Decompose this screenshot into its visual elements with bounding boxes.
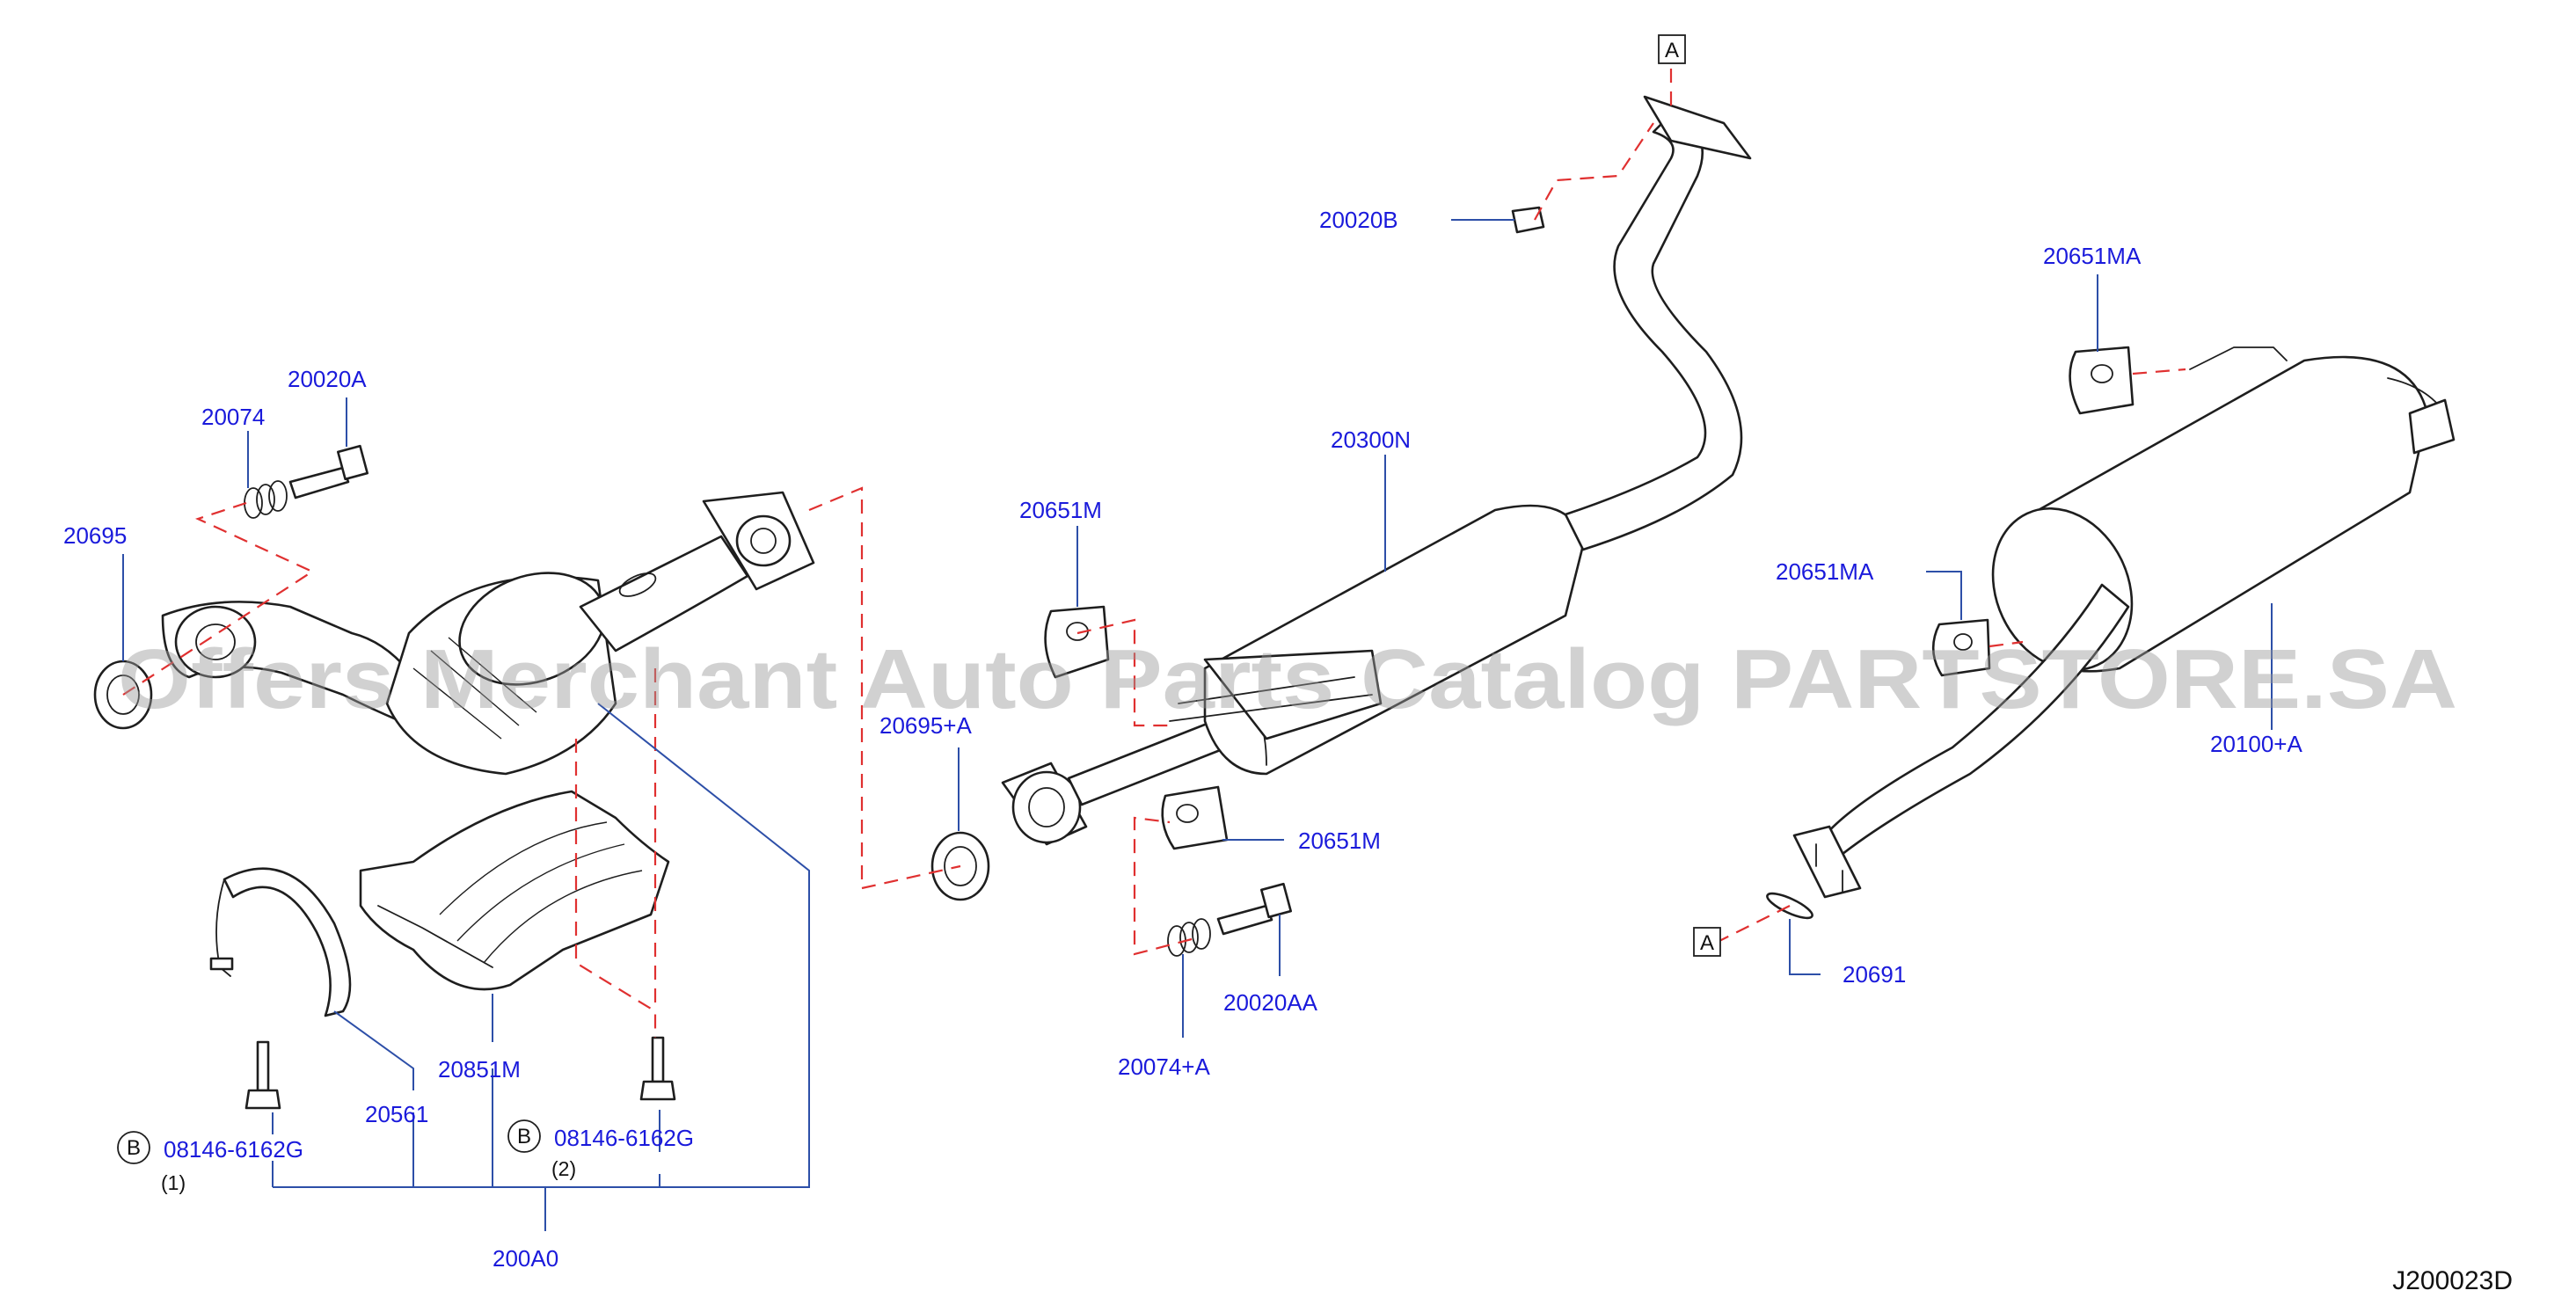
svg-text:B: B — [517, 1125, 531, 1148]
label-20651M-top[interactable]: 20651M — [1019, 497, 1102, 523]
label-20651MA-mid[interactable]: 20651MA — [1776, 558, 1874, 585]
spring-bolt-20074A-20020AA — [1167, 882, 1292, 957]
label-20020B[interactable]: 20020B — [1319, 207, 1398, 233]
ref-marker-b-left: B — [117, 1131, 150, 1164]
qty-right: (2) — [551, 1157, 576, 1180]
svg-text:A: A — [1665, 39, 1679, 62]
leader-lines — [122, 219, 2273, 1231]
ref-marker-a-top: A — [1658, 34, 1686, 64]
mount-rubber-20651M-top — [1044, 605, 1110, 679]
label-20074[interactable]: 20074 — [201, 404, 265, 430]
ref-marker-b-right: B — [507, 1119, 541, 1153]
bolt-08146-left — [244, 1040, 281, 1110]
svg-text:B: B — [127, 1136, 141, 1160]
label-20020AA[interactable]: 20020AA — [1223, 989, 1318, 1016]
mount-rubber-20651MA-mid — [1931, 618, 1991, 677]
bolt-08146-right — [639, 1036, 676, 1101]
clamp-20561 — [209, 867, 352, 1017]
label-20695A[interactable]: 20695+A — [879, 712, 972, 739]
label-20300N[interactable]: 20300N — [1331, 426, 1411, 453]
label-20651M-bottom[interactable]: 20651M — [1298, 827, 1381, 854]
nut-20020B — [1511, 206, 1545, 234]
label-20561[interactable]: 20561 — [365, 1101, 428, 1127]
watermark-text: Offers Merchant Auto Parts Catalog PARTS… — [118, 632, 2457, 726]
label-20100A[interactable]: 20100+A — [2210, 731, 2302, 757]
label-200A0[interactable]: 200A0 — [493, 1245, 558, 1272]
label-20651MA-top[interactable]: 20651MA — [2043, 243, 2142, 269]
assembly-guide-lines — [122, 62, 2186, 1038]
qty-left: (1) — [161, 1171, 186, 1194]
mount-rubber-20651MA-top — [2069, 346, 2135, 415]
label-20020A[interactable]: 20020A — [288, 366, 367, 392]
label-20074A[interactable]: 20074+A — [1118, 1053, 1210, 1080]
drawing-code: J200023D — [2392, 1266, 2513, 1295]
label-08146-left[interactable]: 08146-6162G — [164, 1136, 303, 1163]
main-muffler-20100A — [1792, 346, 2456, 899]
mount-rubber-20651M-bottom — [1161, 785, 1229, 850]
label-20691[interactable]: 20691 — [1843, 961, 1906, 988]
ref-marker-a-bottom: A — [1693, 927, 1721, 957]
label-08146-right[interactable]: 08146-6162G — [554, 1125, 694, 1151]
label-20851M[interactable]: 20851M — [438, 1056, 521, 1083]
catalytic-converter-illustration — [161, 491, 815, 776]
label-20695[interactable]: 20695 — [63, 522, 127, 549]
heat-shield-20851M — [359, 790, 670, 991]
center-pipe-20300N — [1001, 95, 1752, 846]
svg-text:A: A — [1700, 931, 1714, 955]
spring-bolt-20074-20020A — [244, 444, 369, 519]
